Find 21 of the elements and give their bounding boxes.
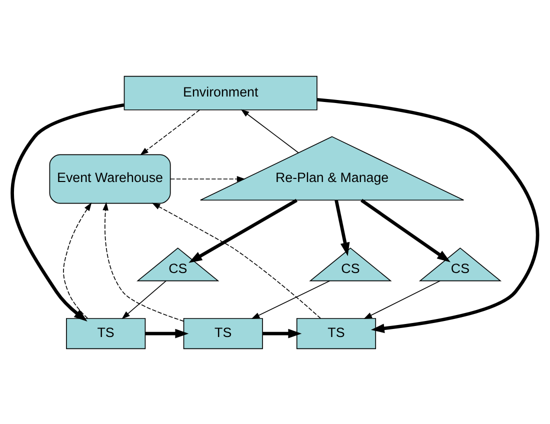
arrow — [240, 108, 299, 153]
arrow — [364, 280, 440, 319]
arrow — [10, 102, 124, 322]
arrow — [334, 199, 350, 256]
arrow — [170, 176, 246, 182]
arrow — [251, 280, 330, 319]
node-box: TS — [183, 318, 263, 349]
arrow — [102, 202, 184, 322]
node-box: Event Warehouse — [49, 154, 171, 204]
node-box: TS — [296, 318, 376, 349]
arrow — [122, 280, 166, 319]
node-box: Environment — [124, 75, 318, 110]
arrow — [63, 202, 92, 318]
arrow — [145, 328, 189, 338]
node-box: TS — [66, 318, 146, 349]
arrow — [188, 198, 298, 262]
arrow — [140, 109, 200, 155]
arrow — [316, 97, 540, 333]
arrow — [360, 198, 450, 262]
arrow — [262, 328, 302, 338]
arrow — [152, 202, 321, 318]
